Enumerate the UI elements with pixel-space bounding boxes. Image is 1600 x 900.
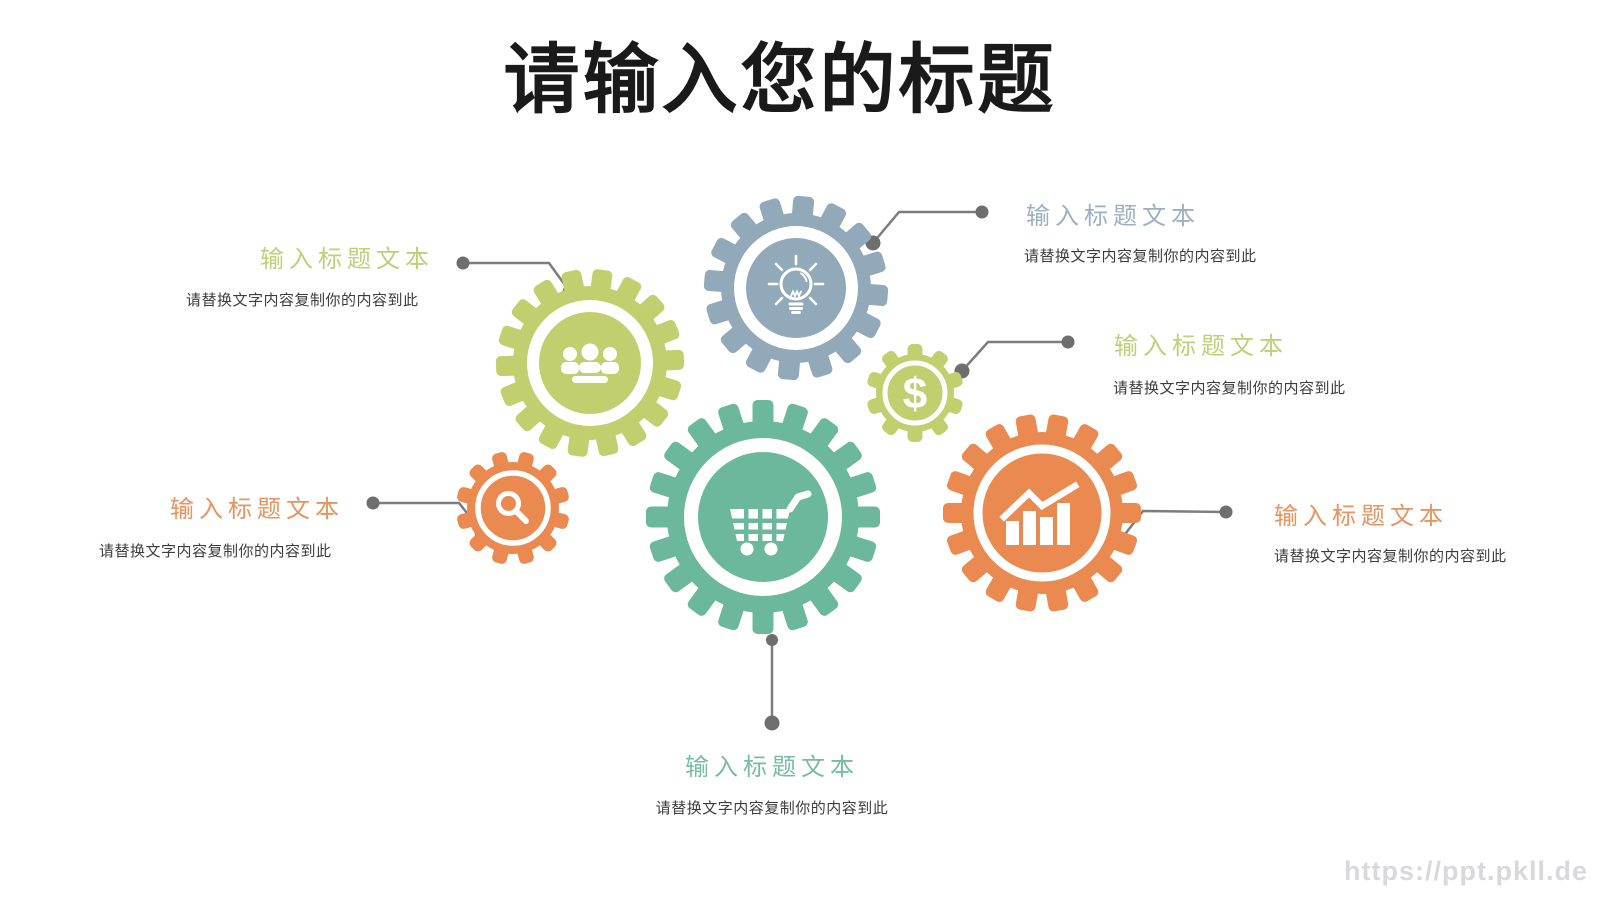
connector-finance	[954, 335, 1075, 379]
finance-gear: $	[867, 344, 963, 442]
callout-desc-cart: 请替换文字内容复制你的内容到此	[655, 800, 889, 817]
connector-cart	[764, 634, 780, 731]
cart-gear	[646, 400, 880, 634]
callout-desc-finance: 请替换文字内容复制你的内容到此	[1113, 380, 1346, 397]
page-title: 请输入您的标题	[503, 38, 1057, 123]
shopping-cart-icon	[730, 490, 812, 556]
callout-title-chart: 输入标题文本	[1274, 503, 1448, 530]
callout-desc-search: 请替换文字内容复制你的内容到此	[99, 543, 332, 560]
team-gear-shape	[495, 269, 685, 457]
callout-desc-team: 请替换文字内容复制你的内容到此	[186, 292, 419, 309]
watermark: https://ppt.pkll.de	[1344, 856, 1588, 886]
lightbulb-icon	[767, 254, 825, 314]
callout-title-team: 输入标题文本	[260, 246, 434, 273]
magnifier-icon	[496, 491, 529, 524]
bar-chart-icon	[999, 481, 1080, 545]
callout-title-finance: 输入标题文本	[1114, 333, 1288, 360]
callout-title-cart: 输入标题文本	[685, 754, 859, 781]
dollar-icon: $	[903, 370, 927, 419]
callout-desc-chart: 请替换文字内容复制你的内容到此	[1274, 548, 1507, 565]
idea-gear	[703, 195, 889, 381]
team-icon	[561, 343, 619, 383]
chart-gear	[943, 414, 1141, 612]
callout-desc-idea: 请替换文字内容复制你的内容到此	[1024, 248, 1257, 265]
callout-title-search: 输入标题文本	[170, 496, 344, 523]
search-gear	[457, 452, 569, 564]
callout-title-idea: 输入标题文本	[1026, 203, 1200, 230]
